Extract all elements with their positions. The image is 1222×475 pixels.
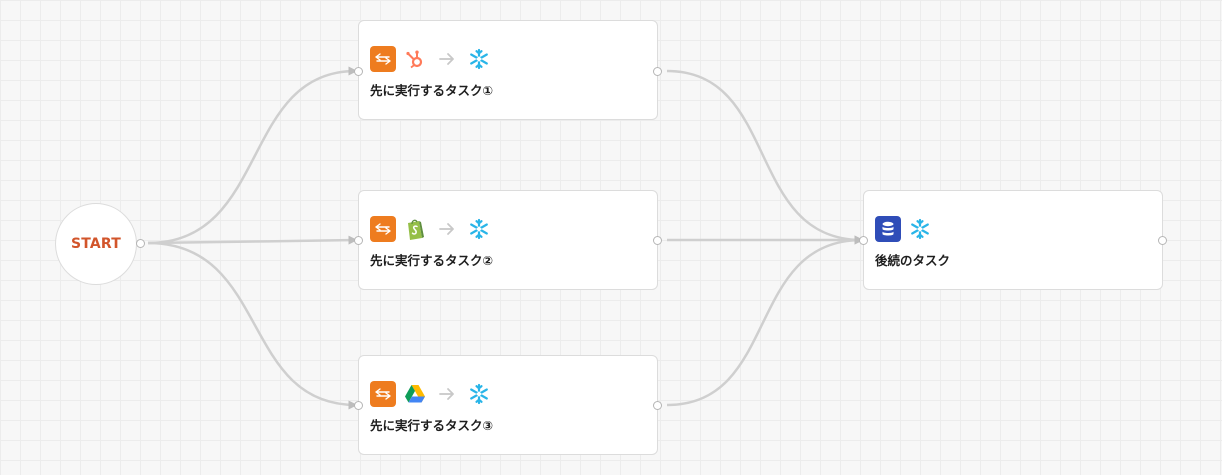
hubspot-icon [402,46,428,72]
data-transfer-icon [370,216,396,242]
snowflake-icon [466,216,492,242]
task-1-input-port[interactable] [354,67,363,76]
final-task-input-port[interactable] [859,236,868,245]
start-node[interactable]: START [55,203,137,285]
edge-task-3-to-final[interactable] [666,235,864,407]
task-2-output-port[interactable] [653,236,662,245]
start-output-port[interactable] [136,239,145,248]
arrow-right-icon [434,46,460,72]
database-icon [875,216,901,242]
task-title: 先に実行するタスク③ [370,418,494,433]
edge-task-1-to-final[interactable] [666,69,864,245]
shopify-icon [402,216,428,242]
edge-start-to-task-2[interactable] [147,235,358,245]
task-card-icons [370,381,492,407]
task-title: 先に実行するタスク② [370,253,494,268]
task-2-input-port[interactable] [354,236,363,245]
data-transfer-icon [370,381,396,407]
final-task-output-port[interactable] [1158,236,1167,245]
edge-start-to-task-1[interactable] [147,66,358,245]
snowflake-icon [466,46,492,72]
task-3-input-port[interactable] [354,401,363,410]
task-card-2[interactable]: 先に実行するタスク② [358,190,658,290]
task-3-output-port[interactable] [653,401,662,410]
google-drive-icon [402,381,428,407]
task-title: 先に実行するタスク① [370,83,494,98]
start-label: START [70,236,122,252]
snowflake-icon [907,216,933,242]
task-card-1[interactable]: 先に実行するタスク① [358,20,658,120]
edge-start-to-task-3[interactable] [147,241,358,410]
data-transfer-icon [370,46,396,72]
snowflake-icon [466,381,492,407]
final-task-card[interactable]: 後続のタスク [863,190,1163,290]
task-card-icons [370,46,492,72]
task-1-output-port[interactable] [653,67,662,76]
arrow-right-icon [434,381,460,407]
task-card-3[interactable]: 先に実行するタスク③ [358,355,658,455]
task-card-icons [875,216,933,242]
arrow-right-icon [434,216,460,242]
task-title: 後続のタスク [875,253,951,268]
task-card-icons [370,216,492,242]
